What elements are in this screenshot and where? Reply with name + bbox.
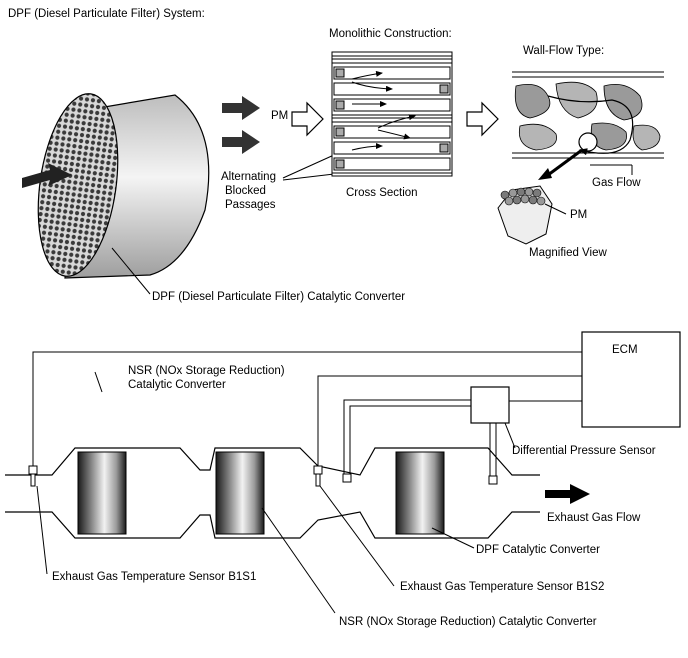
dpf-converter-label: DPF (Diesel Particulate Filter) Catalyti… — [152, 291, 405, 303]
diff-pressure-leader — [504, 422, 516, 449]
ecm-box — [581, 331, 681, 428]
pm-magnified-label: PM — [570, 209, 587, 221]
exhaust-pipe — [5, 447, 540, 539]
gas-flow-label: Gas Flow — [592, 177, 641, 189]
ecm-label: ECM — [612, 344, 638, 356]
wall-flow-view — [512, 71, 664, 180]
system-title: DPF (Diesel Particulate Filter) System: — [8, 8, 205, 20]
exhaust-flow-label: Exhaust Gas Flow — [547, 512, 641, 524]
dpf-cat-leader — [431, 527, 475, 549]
nsr-top-leader — [94, 371, 103, 393]
pm-label: PM — [271, 110, 288, 122]
dpf-converter-leader — [111, 247, 151, 295]
pm-magnified — [497, 185, 567, 245]
blocked-label-line2: Blocked — [225, 185, 266, 197]
b1s2-leader — [319, 485, 395, 587]
nsr-top-label-line2: Catalytic Converter — [128, 379, 226, 391]
pm-arrows — [222, 96, 260, 154]
hollow-arrow-2 — [466, 101, 499, 137]
cross-section-label: Cross Section — [346, 187, 418, 199]
nsr-bottom-label: NSR (NOx Storage Reduction) Catalytic Co… — [339, 616, 597, 628]
temp-b1s2-label: Exhaust Gas Temperature Sensor B1S2 — [400, 581, 604, 593]
magnified-view-label: Magnified View — [529, 247, 607, 259]
hollow-arrow-1 — [291, 101, 324, 137]
blocked-label-line3: Passages — [225, 199, 276, 211]
dpf-cylinder — [37, 93, 210, 279]
cross-section — [331, 51, 453, 177]
dpf-cat-label: DPF Catalytic Converter — [476, 544, 600, 556]
catalytic-bricks — [77, 451, 445, 535]
nsr-bottom-leader — [261, 507, 336, 614]
nsr-top-label-line1: NSR (NOx Storage Reduction) — [128, 365, 285, 377]
b1s1-leader — [36, 485, 48, 575]
temp-b1s1-label: Exhaust Gas Temperature Sensor B1S1 — [52, 571, 256, 583]
temp-sensors — [28, 465, 498, 487]
exhaust-flow-arrow — [545, 484, 590, 504]
differential-pressure-sensor — [470, 386, 510, 424]
diff-pressure-label: Differential Pressure Sensor — [512, 445, 656, 457]
monolithic-label: Monolithic Construction: — [329, 28, 452, 40]
wallflow-label: Wall-Flow Type: — [523, 45, 604, 57]
wiring — [32, 351, 582, 476]
inlet-arrow — [22, 163, 72, 188]
blocked-label-line1: Alternating — [221, 171, 276, 183]
